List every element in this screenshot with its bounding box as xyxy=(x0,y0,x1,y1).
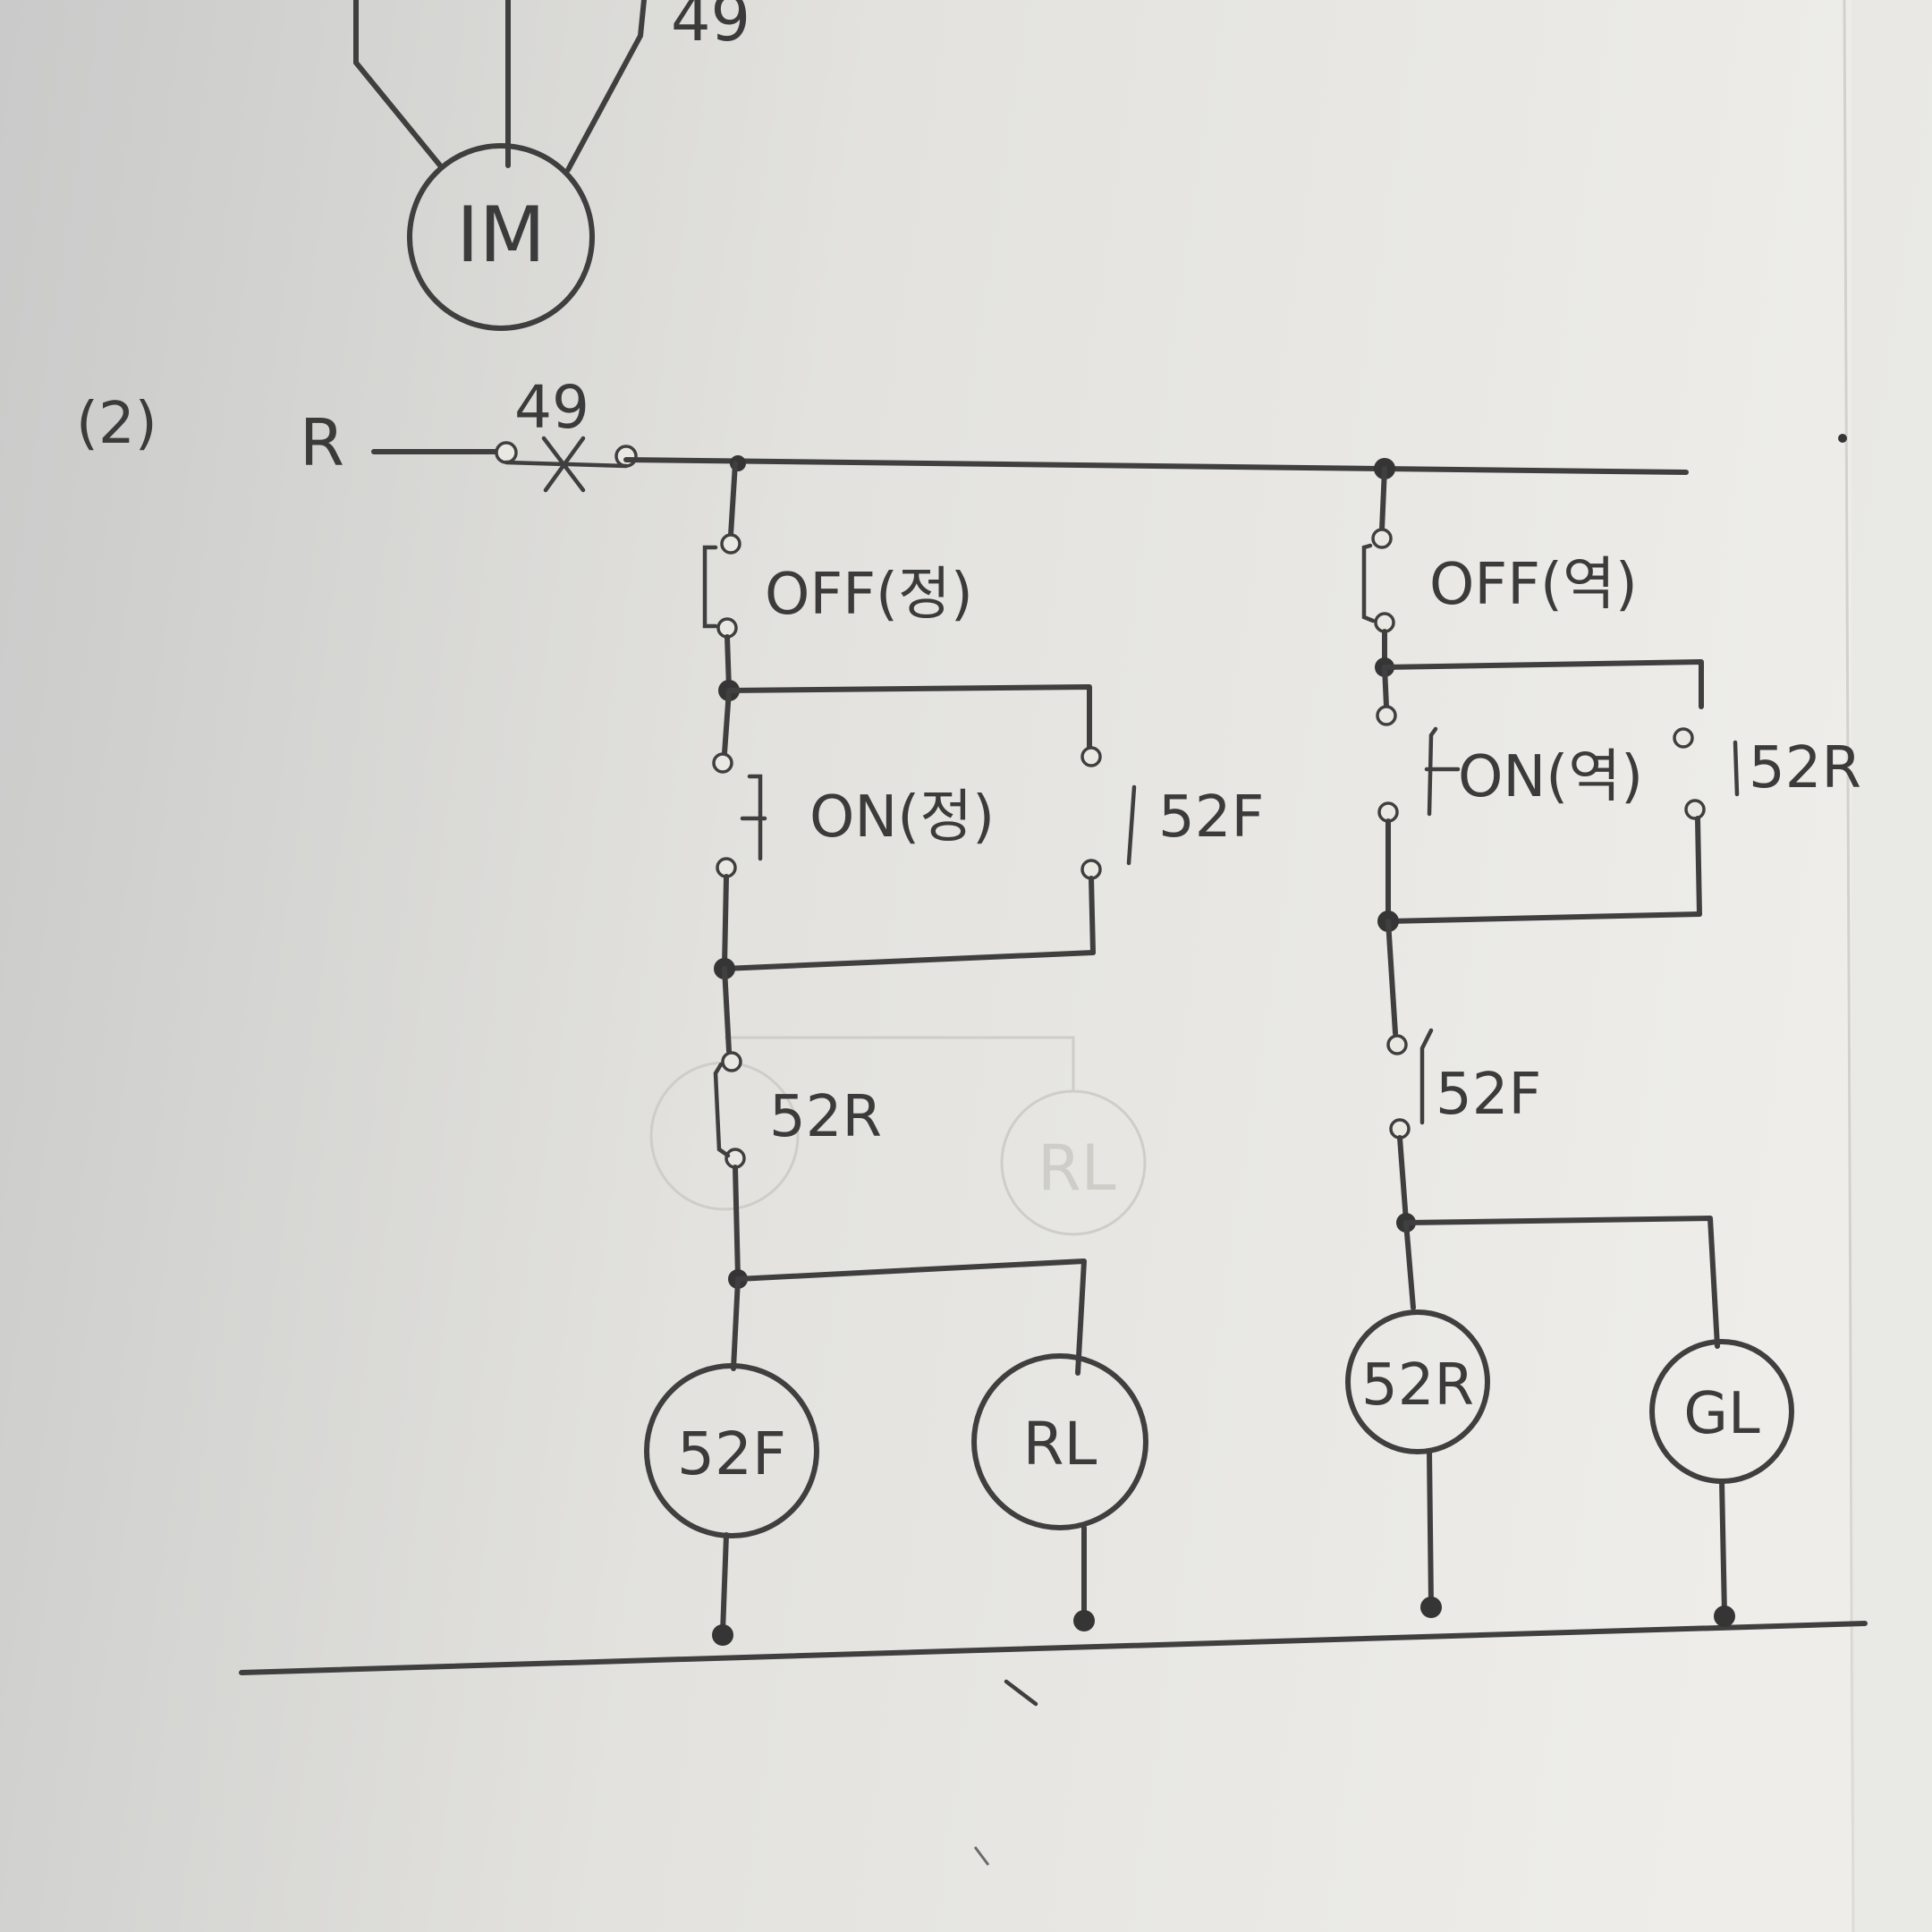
reverse-holding-terminal-bottom xyxy=(1684,799,1706,820)
forward-holding-terminal-top xyxy=(1080,746,1102,767)
reverse-wire-to-interlock xyxy=(1385,919,1398,1036)
forward-lamp-bus-junction xyxy=(1073,1610,1095,1631)
reverse-holding-wire-bottom xyxy=(1385,911,1702,924)
forward-wire-to-coil xyxy=(731,1276,741,1371)
erased-marks: RL xyxy=(649,1036,1147,1236)
forward-wire-to-interlock xyxy=(722,966,732,1054)
reverse-interlock-contact-bar xyxy=(1419,1028,1434,1125)
reverse-branch: OFF(역) ON(역) 52R 52F 52R GL xyxy=(1345,458,1861,1627)
paper-margin xyxy=(1852,0,1932,1932)
reverse-on-terminal-top xyxy=(1376,705,1397,726)
reverse-wire-to-off xyxy=(1379,466,1387,532)
motor-lead-w xyxy=(565,0,647,173)
forward-holding-label: 52F xyxy=(1158,784,1264,851)
reverse-holding-wire-top xyxy=(1382,659,1704,709)
reverse-coil-to-bus xyxy=(1427,1448,1434,1608)
reverse-off-switch-blade xyxy=(1361,543,1376,623)
reverse-holding-terminal-top xyxy=(1673,727,1694,749)
reverse-off-label: OFF(역) xyxy=(1429,552,1638,618)
relay-terminal-right xyxy=(614,445,638,468)
reverse-coil-label: 52R xyxy=(1361,1352,1474,1419)
reverse-lamp-wire xyxy=(1403,1216,1720,1349)
forward-lamp-wire xyxy=(735,1258,1087,1376)
forward-lamp-label: RL xyxy=(1023,1410,1097,1479)
erased-lamp-label: RL xyxy=(1038,1131,1116,1205)
forward-interlock-contact-bar xyxy=(713,1062,731,1158)
forward-holding-wire-drop xyxy=(1089,876,1096,955)
forward-wire-to-off xyxy=(728,461,738,538)
reverse-lamp-bus-junction xyxy=(1714,1606,1735,1627)
reverse-interlock-terminal-top xyxy=(1386,1034,1408,1055)
forward-on-label: ON(정) xyxy=(809,784,995,851)
thermal-relay-label: 49 xyxy=(514,373,589,442)
forward-off-label: OFF(정) xyxy=(765,562,973,628)
reverse-lamp-label: GL xyxy=(1683,1381,1760,1447)
bottom-bus-wire xyxy=(239,1621,1868,1675)
forward-interlock-terminal-top xyxy=(721,1051,742,1072)
motor-circle xyxy=(407,143,595,331)
reverse-coil-circle xyxy=(1345,1309,1490,1454)
forward-off-terminal-top xyxy=(720,533,741,555)
forward-on-terminal-top xyxy=(712,752,733,774)
forward-holding-wire-top xyxy=(726,684,1092,750)
reverse-interlock-label: 52F xyxy=(1436,1062,1541,1128)
reverse-on-switch-blade xyxy=(1427,726,1438,817)
forward-interlock-label: 52R xyxy=(769,1084,882,1150)
reverse-off-terminal-top xyxy=(1371,528,1393,549)
motor-relay-label: 49 xyxy=(671,0,750,55)
pencil-fleck xyxy=(973,1846,990,1866)
forward-branch: OFF(정) ON(정) 52F 52R 52F RL xyxy=(644,455,1264,1646)
erased-wire xyxy=(724,1036,1075,1091)
pencil-flecks xyxy=(973,434,1847,1866)
pencil-fleck xyxy=(1004,1679,1038,1707)
top-bus-wire xyxy=(623,457,1689,475)
motor-sketch: 49 IM xyxy=(353,0,750,331)
reverse-lamp-to-bus xyxy=(1719,1479,1727,1617)
reverse-holding-label: 52R xyxy=(1749,735,1861,801)
forward-off-terminal-bottom xyxy=(716,617,738,639)
forward-wire-to-coil-node xyxy=(733,1165,741,1280)
reverse-holding-contact-bar xyxy=(1733,740,1740,797)
forward-coil-to-bus xyxy=(720,1532,729,1635)
forward-holding-wire-bottom xyxy=(722,950,1096,971)
motor-label: IM xyxy=(456,191,546,280)
forward-coil-label: 52F xyxy=(677,1419,786,1488)
forward-wire-on-to-node xyxy=(722,874,729,969)
forward-lamp-circle xyxy=(971,1353,1148,1530)
reverse-wire-to-coil xyxy=(1403,1220,1416,1310)
forward-coil-circle xyxy=(644,1363,819,1538)
forward-coil-bus-junction xyxy=(712,1624,733,1646)
pencil-fleck xyxy=(1838,434,1847,443)
forward-on-switch-blade xyxy=(747,774,763,861)
relay-terminal-left xyxy=(495,441,518,464)
forward-off-switch-blade xyxy=(702,545,718,629)
reverse-coil-bus-junction xyxy=(1420,1597,1442,1618)
reverse-wire-to-on xyxy=(1382,665,1389,709)
forward-wire-to-on xyxy=(722,688,732,756)
forward-interlock-terminal-bottom xyxy=(724,1148,746,1169)
motor-lead-u-slant xyxy=(353,60,443,168)
reverse-wire-to-coil-node xyxy=(1397,1135,1409,1224)
forward-holding-contact-bar xyxy=(1126,784,1137,866)
source-label: R xyxy=(300,405,344,480)
relay-x-mark-b xyxy=(543,436,586,493)
reverse-holding-wire-drop xyxy=(1695,816,1702,917)
part-label: (2) xyxy=(76,391,157,457)
reverse-on-label: ON(역) xyxy=(1458,744,1643,810)
